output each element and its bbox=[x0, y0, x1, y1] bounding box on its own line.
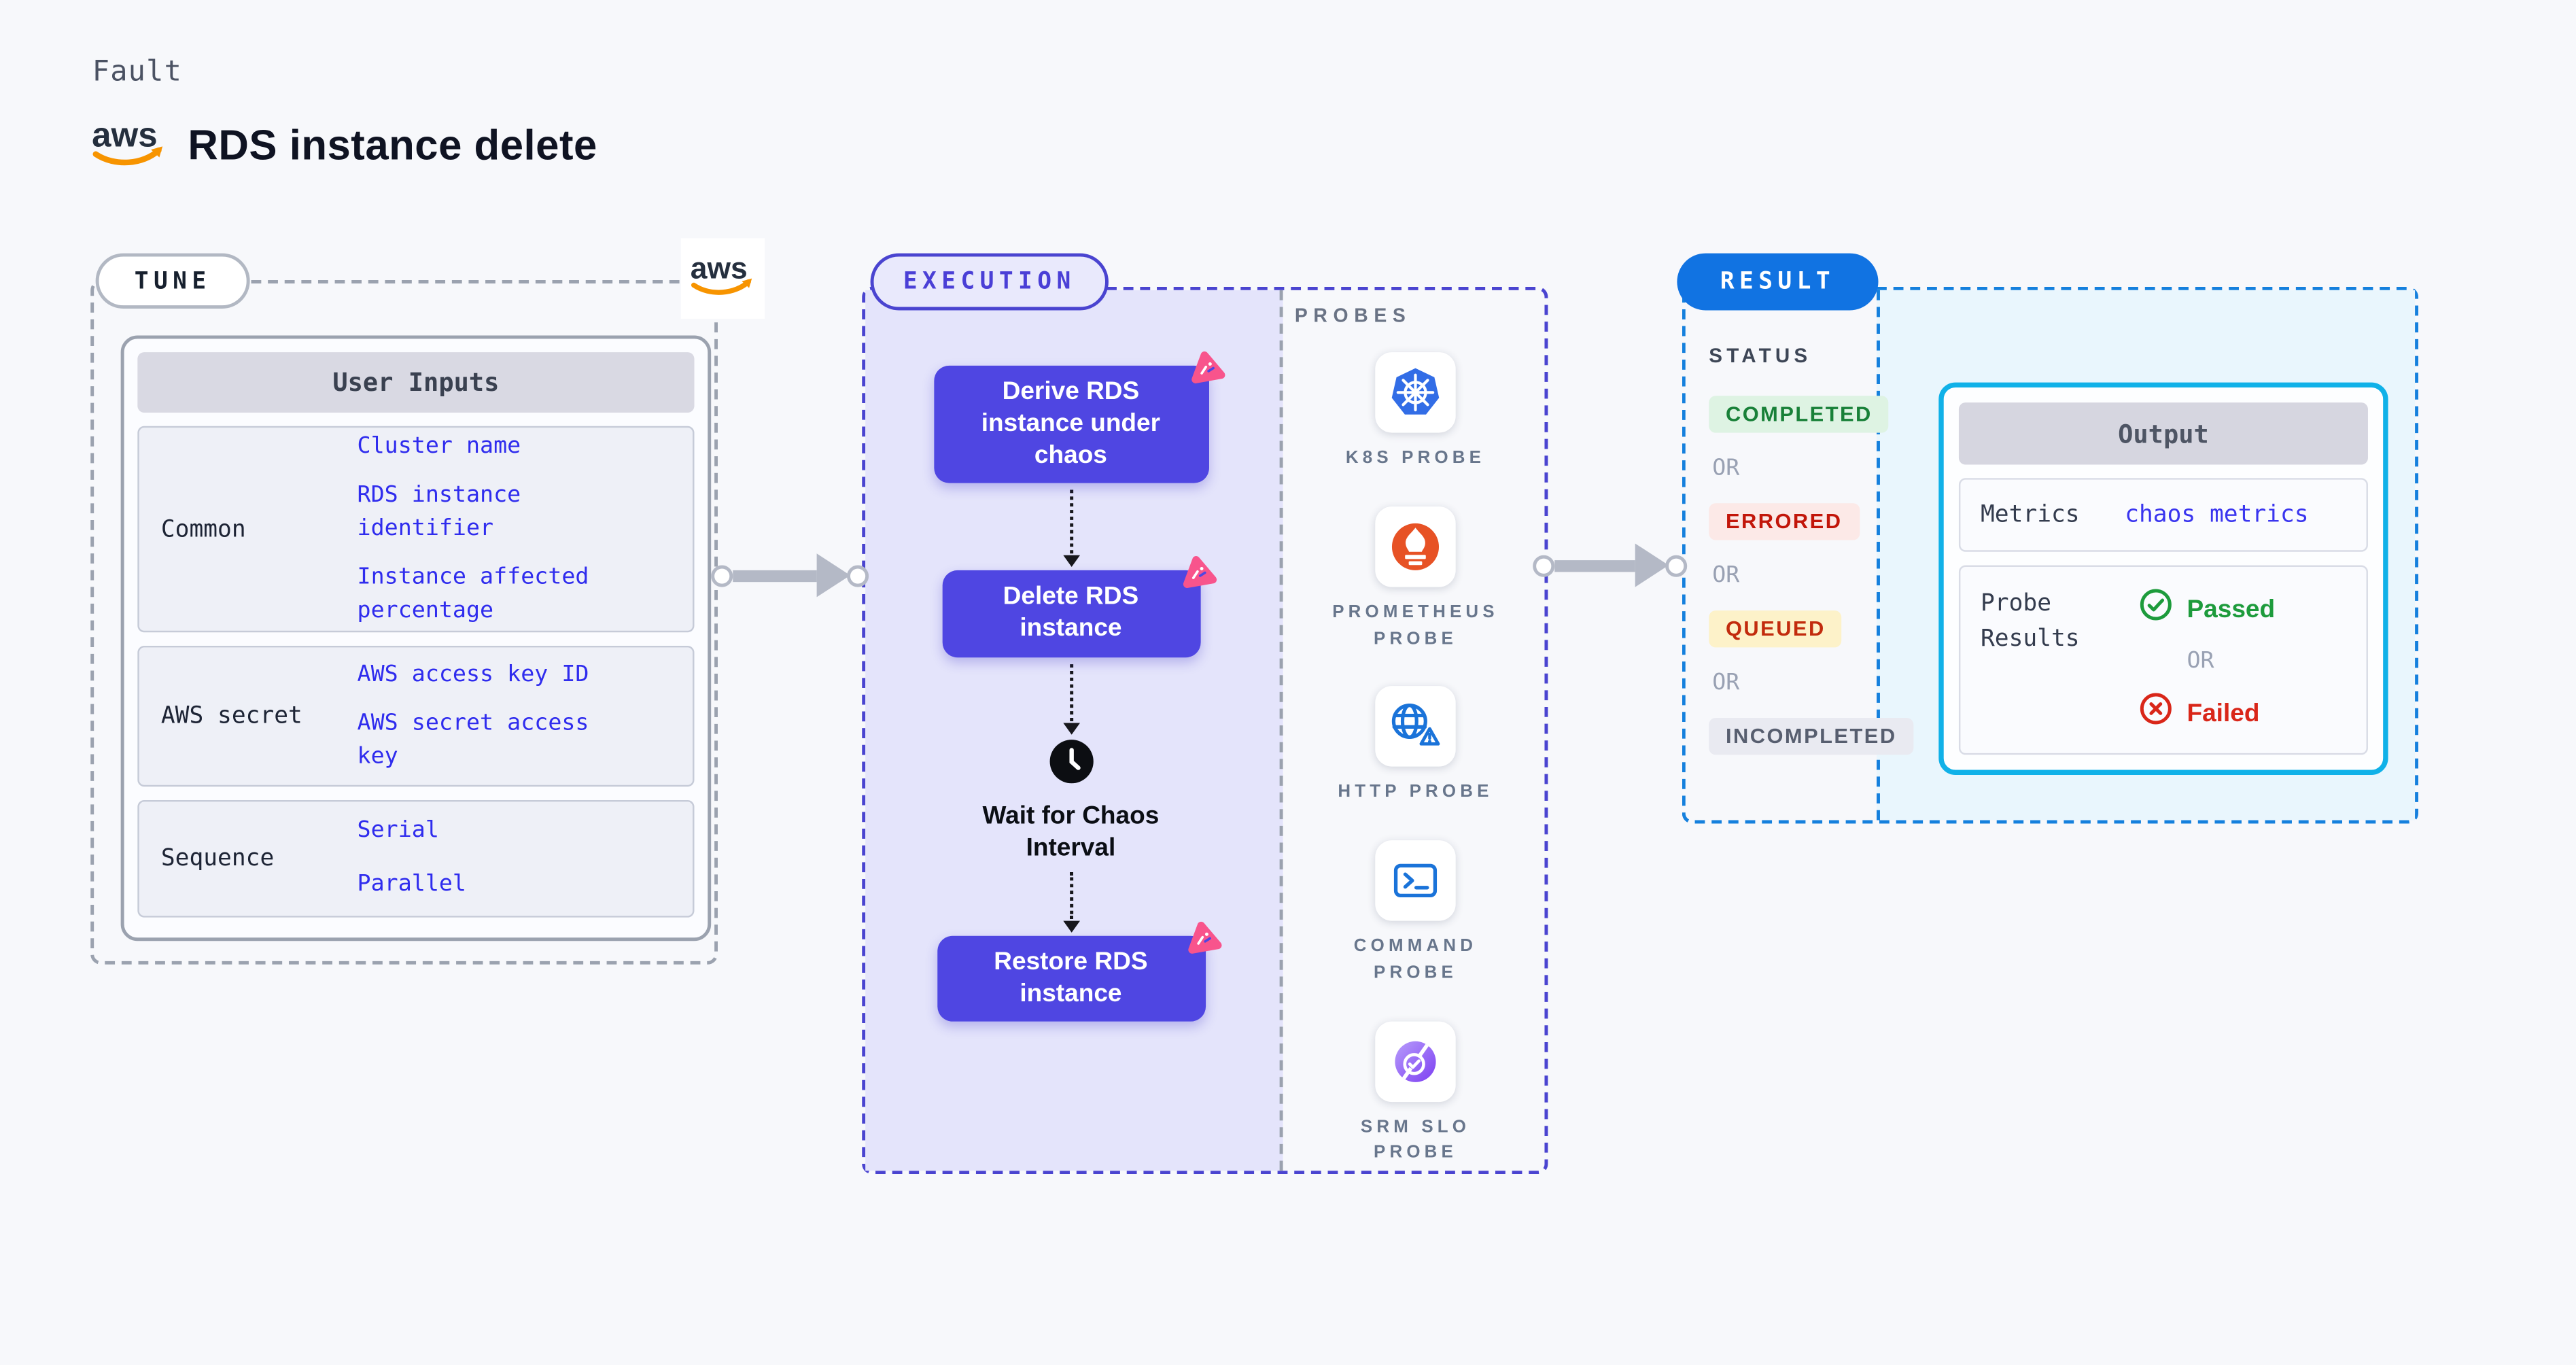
probe-item-srm-slo: SRM SLO PROBE bbox=[1361, 1020, 1470, 1167]
table-row-sequence: Sequence Serial Parallel bbox=[137, 799, 695, 918]
prometheus-icon bbox=[1375, 506, 1456, 587]
probe-item-k8s: K8S PROBE bbox=[1346, 352, 1485, 472]
row-label: Common bbox=[160, 515, 246, 543]
passed-label: Passed bbox=[2187, 594, 2276, 623]
fault-eyebrow: Fault bbox=[92, 55, 183, 89]
result-badge: RESULT bbox=[1677, 253, 1879, 311]
user-inputs-header: User Inputs bbox=[137, 352, 695, 413]
arrow-start-dot bbox=[711, 564, 733, 587]
status-badge-queued: QUEUED bbox=[1709, 610, 1843, 648]
x-circle-icon bbox=[2138, 691, 2174, 735]
aws-logo-small: aws bbox=[689, 249, 756, 307]
aws-logo: aws bbox=[90, 114, 168, 179]
wait-for-chaos-label: Wait for Chaos Interval bbox=[982, 801, 1160, 863]
status-list: STATUS COMPLETED OR ERRORED OR QUEUED OR… bbox=[1709, 343, 1914, 755]
arrow-start-dot bbox=[1533, 554, 1555, 576]
or-label: OR bbox=[2187, 647, 2214, 674]
or-label: OR bbox=[1712, 454, 1740, 482]
http-globe-icon bbox=[1375, 686, 1456, 767]
chaos-badge-icon bbox=[1176, 551, 1220, 604]
link-cluster-name[interactable]: Cluster name bbox=[357, 432, 521, 460]
table-row-common: Common Cluster name RDS instance identif… bbox=[137, 426, 695, 633]
probe-item-http: HTTP PROBE bbox=[1338, 686, 1493, 807]
link-parallel[interactable]: Parallel bbox=[357, 870, 467, 898]
status-badge-errored: ERRORED bbox=[1709, 503, 1860, 540]
probe-item-prometheus: PROMETHEUS PROBE bbox=[1332, 506, 1499, 653]
passed-row: Passed bbox=[2138, 587, 2275, 631]
or-label: OR bbox=[1712, 669, 1740, 696]
kubernetes-icon bbox=[1375, 352, 1456, 433]
aws-tile: aws bbox=[680, 238, 765, 319]
header-brand: aws RDS instance delete bbox=[90, 114, 597, 179]
arrow-end-dot bbox=[847, 564, 869, 587]
or-label: OR bbox=[1712, 561, 1740, 589]
page-title: RDS instance delete bbox=[188, 122, 597, 170]
arrow-head bbox=[1635, 543, 1669, 587]
arrow-head bbox=[816, 553, 850, 598]
link-instance-affected-percentage[interactable]: Instance affected percentage bbox=[357, 564, 589, 624]
flow-connector bbox=[1062, 490, 1079, 568]
link-rds-instance-identifier[interactable]: RDS instance identifier bbox=[357, 481, 521, 542]
svg-text:aws: aws bbox=[691, 251, 748, 284]
chaos-badge-icon bbox=[1185, 346, 1229, 398]
step-restore-rds-instance: Restore RDS instance bbox=[937, 921, 1221, 1022]
probes-list: K8S PROBE PROMETHEUS PROBE bbox=[1296, 352, 1534, 1167]
flow-connector bbox=[1062, 871, 1079, 933]
terminal-icon bbox=[1375, 840, 1456, 921]
chaos-badge-icon bbox=[1181, 916, 1225, 968]
svg-text:aws: aws bbox=[92, 115, 158, 154]
status-badge-incompleted: INCOMPLETED bbox=[1709, 718, 1914, 755]
status-title: STATUS bbox=[1709, 343, 1812, 368]
tune-panel bbox=[90, 280, 718, 965]
user-inputs-table: User Inputs Common Cluster name RDS inst… bbox=[120, 335, 712, 941]
probe-results-label: Probe Results bbox=[1980, 590, 2080, 653]
probes-title: PROBES bbox=[1294, 307, 1412, 328]
clock-icon bbox=[1047, 738, 1094, 793]
output-row-probe-results: Probe Results Passed OR bbox=[1958, 565, 2368, 755]
link-aws-access-key-id[interactable]: AWS access key ID bbox=[357, 660, 589, 687]
slo-gauge-icon bbox=[1375, 1020, 1456, 1101]
output-row-metrics: Metrics chaos metrics bbox=[1958, 478, 2368, 552]
arrow-shaft bbox=[1554, 559, 1635, 572]
step-derive-rds-instance: Derive RDS instance under chaos bbox=[933, 351, 1225, 484]
row-label: AWS secret bbox=[160, 702, 302, 730]
failed-row: Failed bbox=[2138, 691, 2260, 735]
link-serial[interactable]: Serial bbox=[357, 817, 439, 845]
probe-item-command: COMMAND PROBE bbox=[1354, 840, 1477, 987]
step-delete-rds-instance: Delete RDS instance bbox=[941, 556, 1216, 657]
status-badge-completed: COMPLETED bbox=[1709, 396, 1890, 433]
tune-badge: TUNE bbox=[95, 253, 250, 309]
failed-label: Failed bbox=[2187, 698, 2260, 727]
arrow-execution-to-result bbox=[1533, 543, 1688, 587]
link-chaos-metrics[interactable]: chaos metrics bbox=[2125, 501, 2309, 529]
arrow-tune-to-execution bbox=[711, 553, 869, 598]
check-circle-icon bbox=[2138, 587, 2174, 631]
execution-badge: EXECUTION bbox=[870, 253, 1109, 311]
table-row-aws-secret: AWS secret AWS access key ID AWS secret … bbox=[137, 645, 695, 787]
output-header: Output bbox=[1958, 402, 2368, 465]
arrow-shaft bbox=[733, 569, 817, 581]
link-aws-secret-access-key[interactable]: AWS secret access key bbox=[357, 710, 589, 770]
output-table: Output Metrics chaos metrics Probe Resul… bbox=[1938, 382, 2388, 775]
execution-flow: Derive RDS instance under chaos Delete R… bbox=[862, 287, 1279, 1022]
flow-connector bbox=[1062, 663, 1079, 735]
row-label: Sequence bbox=[160, 845, 275, 873]
arrow-end-dot bbox=[1665, 554, 1688, 576]
metrics-label: Metrics bbox=[1980, 500, 2080, 528]
